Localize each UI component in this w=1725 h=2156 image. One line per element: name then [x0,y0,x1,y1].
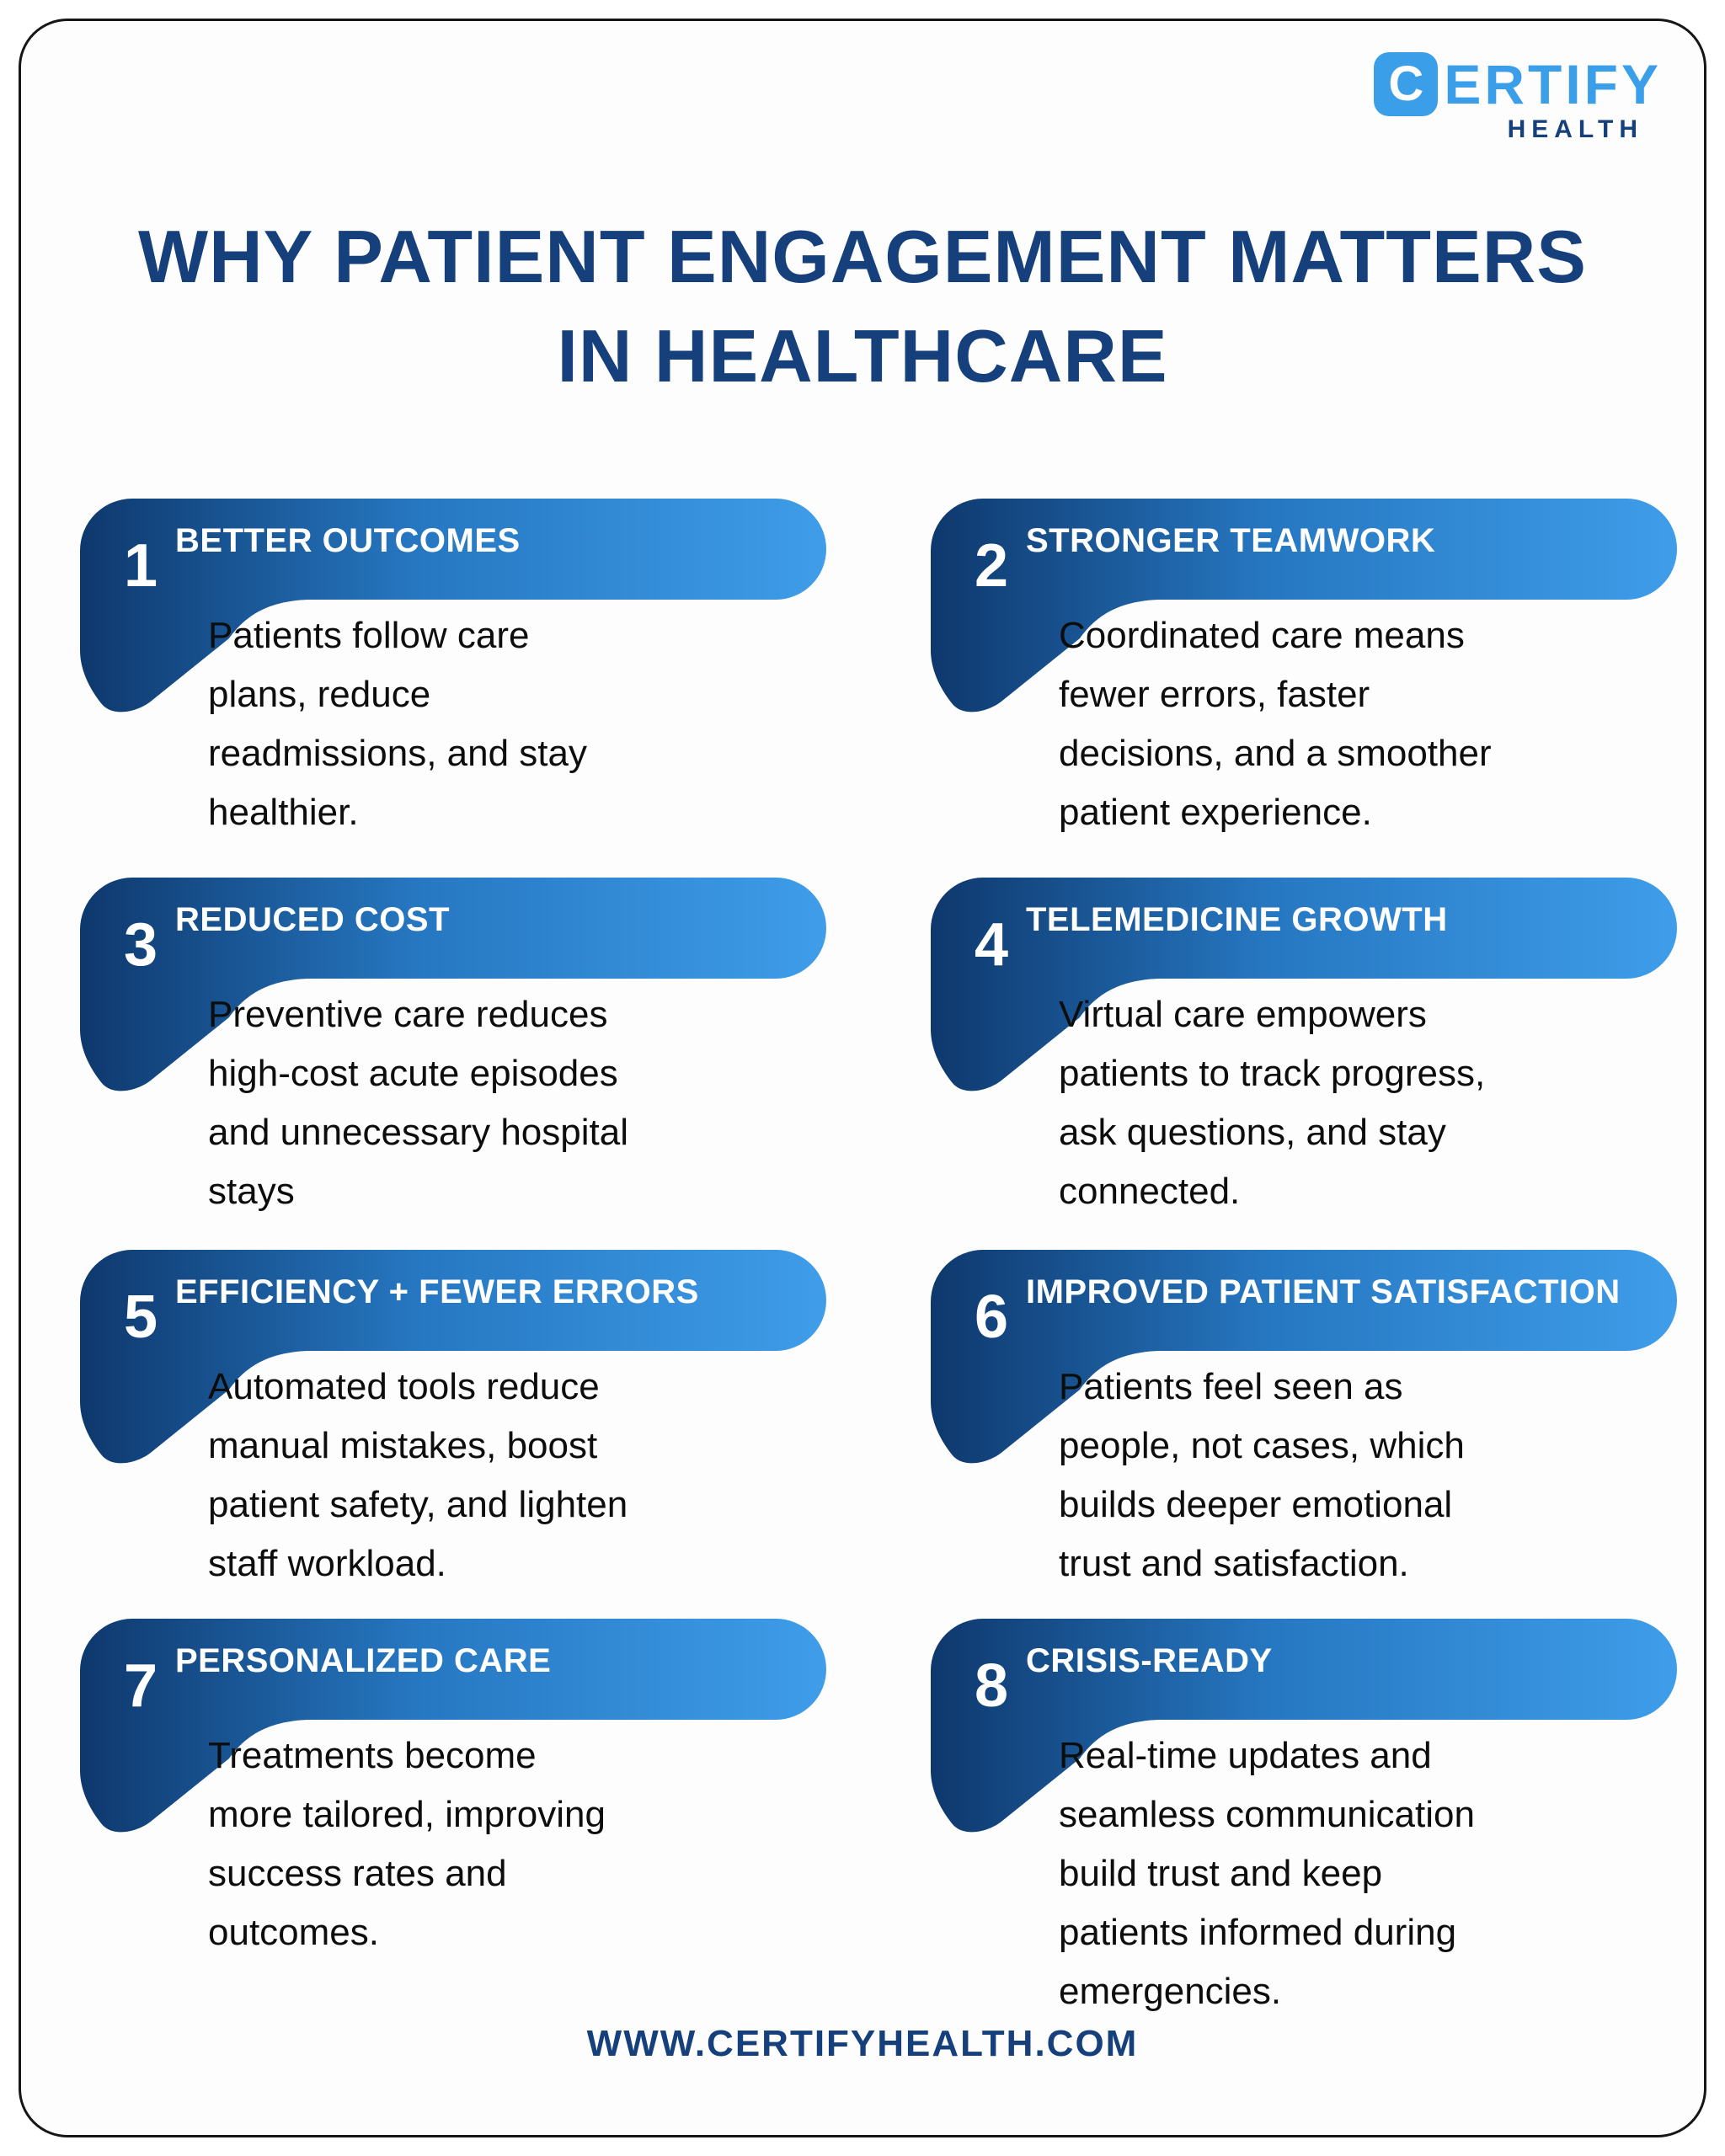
card-description: Patients feel seen as people, not cases,… [1059,1366,1465,1584]
card-number: 4 [975,911,1009,979]
card-reduced-cost: 3 REDUCED COST Preventive care reduces h… [80,878,830,1240]
card-description: Coordinated care means fewer errors, fas… [1059,615,1492,833]
card-heading: PERSONALIZED CARE [175,1642,552,1679]
card-bubble-shape [931,878,1677,1091]
logo-c-badge-icon: C [1374,52,1439,116]
card-number: 3 [124,911,158,979]
card-stronger-teamwork: 2 STRONGER TEAMWORK Coordinated care mea… [931,499,1680,861]
card-telemedicine-growth: 4 TELEMEDICINE GROWTH Virtual care empow… [931,878,1680,1240]
card-number: 1 [124,532,158,600]
card-improved-patient-satisfaction: 6 IMPROVED PATIENT SATISFACTION Patients… [931,1250,1680,1612]
card-heading: CRISIS-READY [1026,1642,1273,1679]
card-description: Automated tools reduce manual mistakes, … [208,1366,628,1584]
card-number: 2 [975,532,1009,600]
page-border-panel [19,19,1706,2137]
card-number: 8 [975,1652,1009,1720]
card-bubble-shape [931,1619,1677,1833]
card-bubble-shape [80,499,826,712]
page-title: WHY PATIENT ENGAGEMENT MATTERS IN HEALTH… [0,207,1725,406]
card-heading: STRONGER TEAMWORK [1026,522,1436,559]
card-bubble-shape [931,499,1677,712]
card-bubble-shape [931,1250,1677,1464]
card-heading: REDUCED COST [175,901,451,938]
card-heading: BETTER OUTCOMES [175,522,521,559]
card-description: Real-time updates and seamless communica… [1059,1735,1475,2012]
card-heading: IMPROVED PATIENT SATISFACTION [1026,1273,1621,1310]
logo-wordmark: C ERTIFY [1374,52,1662,116]
footer-website-url: WWW.CERTIFYHEALTH.COM [586,2023,1139,2064]
card-bubble-shape [80,1250,826,1464]
card-description: Preventive care reduces high-cost acute … [208,994,628,1212]
card-description: Treatments become more tailored, improvi… [208,1735,606,1953]
card-heading: TELEMEDICINE GROWTH [1026,901,1448,938]
card-efficiency-fewer-errors: 5 EFFICIENCY + FEWER ERRORS Automated to… [80,1250,830,1612]
card-description: Virtual care empowers patients to track … [1059,994,1486,1212]
card-bubble-shape [80,878,826,1091]
page-title-line2: IN HEALTHCARE [557,314,1168,398]
card-number: 6 [975,1283,1009,1351]
page-title-line1: WHY PATIENT ENGAGEMENT MATTERS [138,215,1587,298]
logo-word: ERTIFY [1444,53,1662,115]
card-crisis-ready: 8 CRISIS-READY Real-time updates and sea… [931,1619,1680,2012]
card-number: 5 [124,1283,158,1351]
certify-health-logo: C ERTIFY HEALTH [1374,52,1662,142]
logo-subtitle: HEALTH [1507,115,1643,143]
card-description: Patients follow care plans, reduce readm… [208,615,587,833]
card-better-outcomes: 1 BETTER OUTCOMES Patients follow care p… [80,499,830,861]
card-bubble-shape [80,1619,826,1833]
card-personalized-care: 7 PERSONALIZED CARE Treatments become mo… [80,1619,830,1981]
card-heading: EFFICIENCY + FEWER ERRORS [175,1273,699,1310]
card-number: 7 [124,1652,158,1720]
